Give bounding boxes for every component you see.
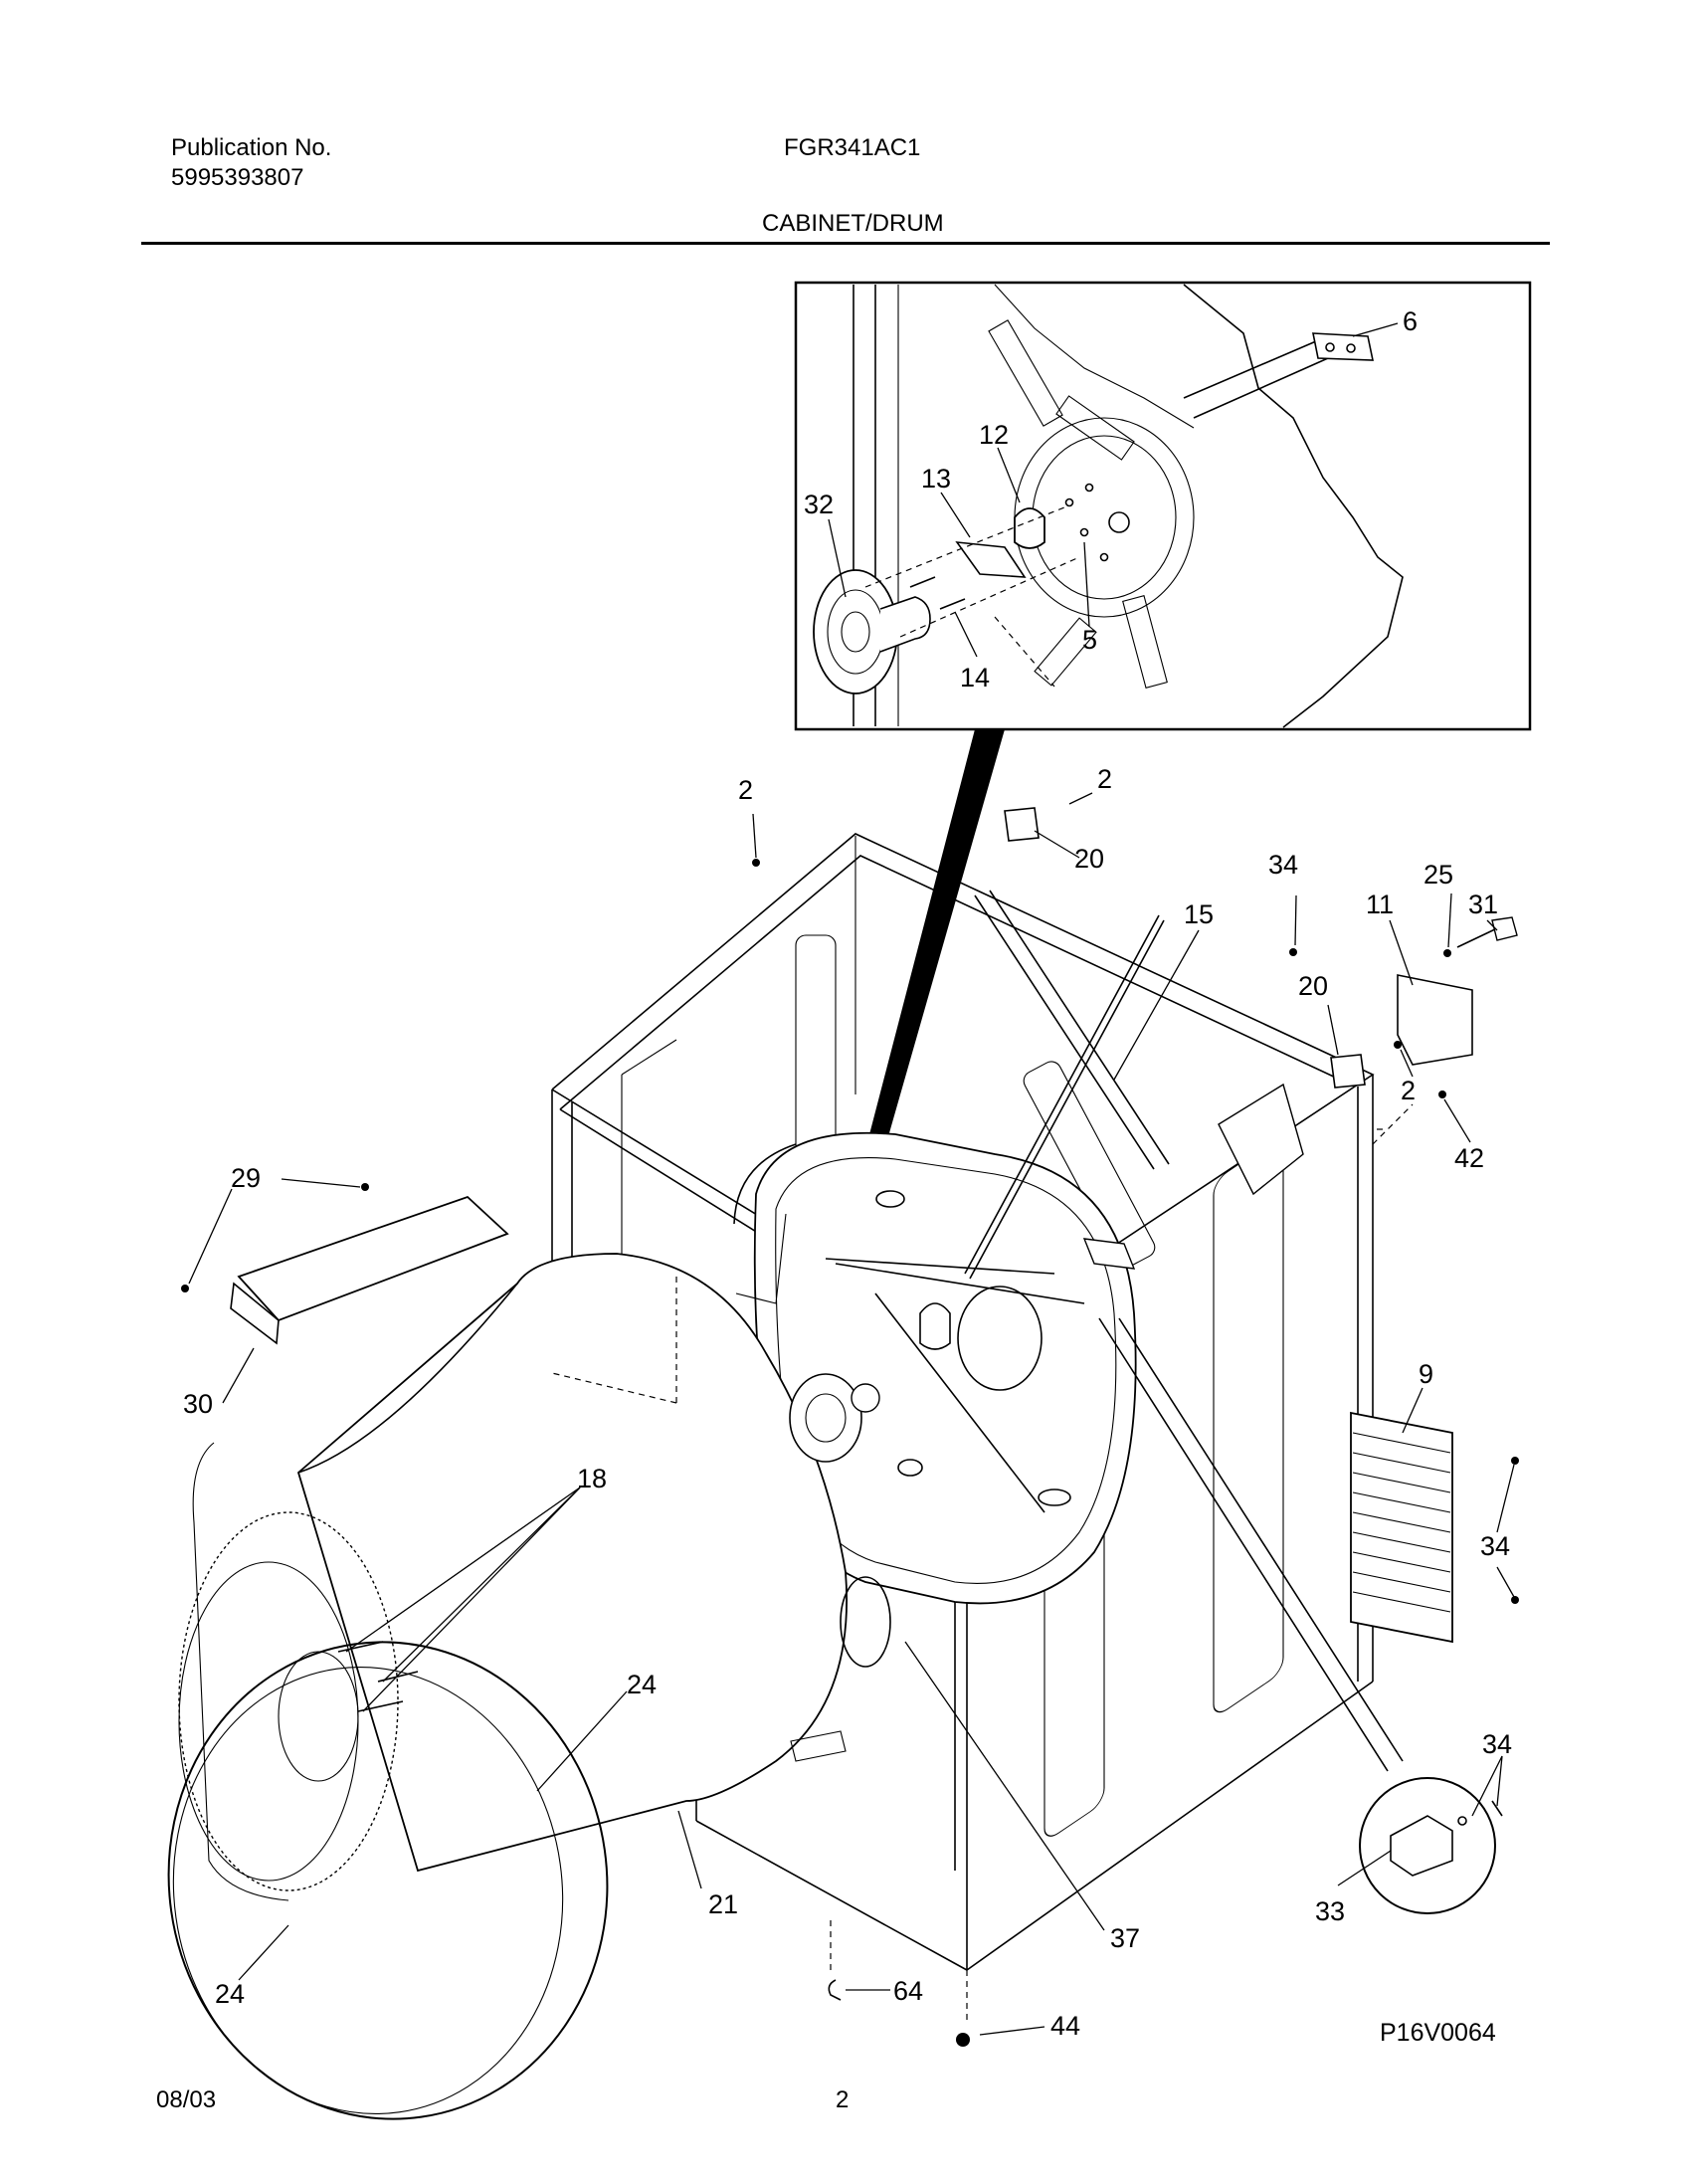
inset-detail <box>794 281 1532 731</box>
callout-34c: 34 <box>1482 1729 1512 1759</box>
callout-42: 42 <box>1454 1143 1484 1173</box>
callout-2b: 2 <box>1097 764 1112 794</box>
callout-37: 37 <box>1110 1923 1140 1953</box>
figure-code: P16V0064 <box>1380 2019 1496 2047</box>
section-title: CABINET/DRUM <box>762 210 944 237</box>
publication-label: Publication No. <box>171 134 332 161</box>
callout-33: 33 <box>1315 1896 1345 1926</box>
callout-34a: 34 <box>1268 850 1298 880</box>
callout-12: 12 <box>979 420 1009 450</box>
footer-date: 08/03 <box>156 2086 217 2113</box>
callout-20a: 20 <box>1074 844 1104 874</box>
page-number: 2 <box>836 2086 850 2113</box>
callout-6: 6 <box>1403 306 1418 336</box>
bulkhead <box>733 914 1165 1605</box>
callout-24a: 24 <box>627 1670 657 1699</box>
callout-11: 11 <box>1366 890 1394 919</box>
callout-44: 44 <box>1050 2011 1080 2041</box>
publication-number: 5995393807 <box>171 164 304 191</box>
callout-14: 14 <box>960 663 990 693</box>
exhaust-grille <box>1350 1411 1453 1644</box>
toe-plate <box>230 1195 509 1345</box>
drum-front-seal <box>167 1641 609 2120</box>
callout-34b: 34 <box>1480 1531 1510 1561</box>
drum <box>167 1253 891 2120</box>
callout-15: 15 <box>1184 899 1214 929</box>
callout-2c: 2 <box>1401 1076 1416 1105</box>
leader-lines <box>188 322 1515 2036</box>
main-callouts: 2 2 20 34 25 31 15 11 20 2 42 29 30 9 34… <box>183 764 1512 2041</box>
model-number: FGR341AC1 <box>784 134 921 161</box>
callout-32: 32 <box>804 490 834 519</box>
header-rule <box>141 242 1550 245</box>
callout-30: 30 <box>183 1389 213 1419</box>
callout-13: 13 <box>921 464 951 494</box>
callout-29: 29 <box>231 1163 261 1193</box>
callout-31: 31 <box>1468 890 1498 919</box>
callout-5: 5 <box>1082 625 1097 655</box>
callout-18: 18 <box>577 1464 607 1493</box>
inset-callouts: 6 12 13 32 14 5 <box>804 306 1418 693</box>
panel-bracket <box>1004 807 1518 1089</box>
callout-9: 9 <box>1419 1359 1433 1389</box>
callout-20b: 20 <box>1298 971 1328 1001</box>
callout-64: 64 <box>893 1976 923 2006</box>
callout-21: 21 <box>708 1889 738 1919</box>
door-switch-detail <box>1359 1777 1503 1914</box>
callout-25: 25 <box>1423 860 1453 890</box>
callout-24b: 24 <box>215 1979 245 2009</box>
callout-2a: 2 <box>738 775 753 805</box>
inset-frame <box>794 281 1532 731</box>
